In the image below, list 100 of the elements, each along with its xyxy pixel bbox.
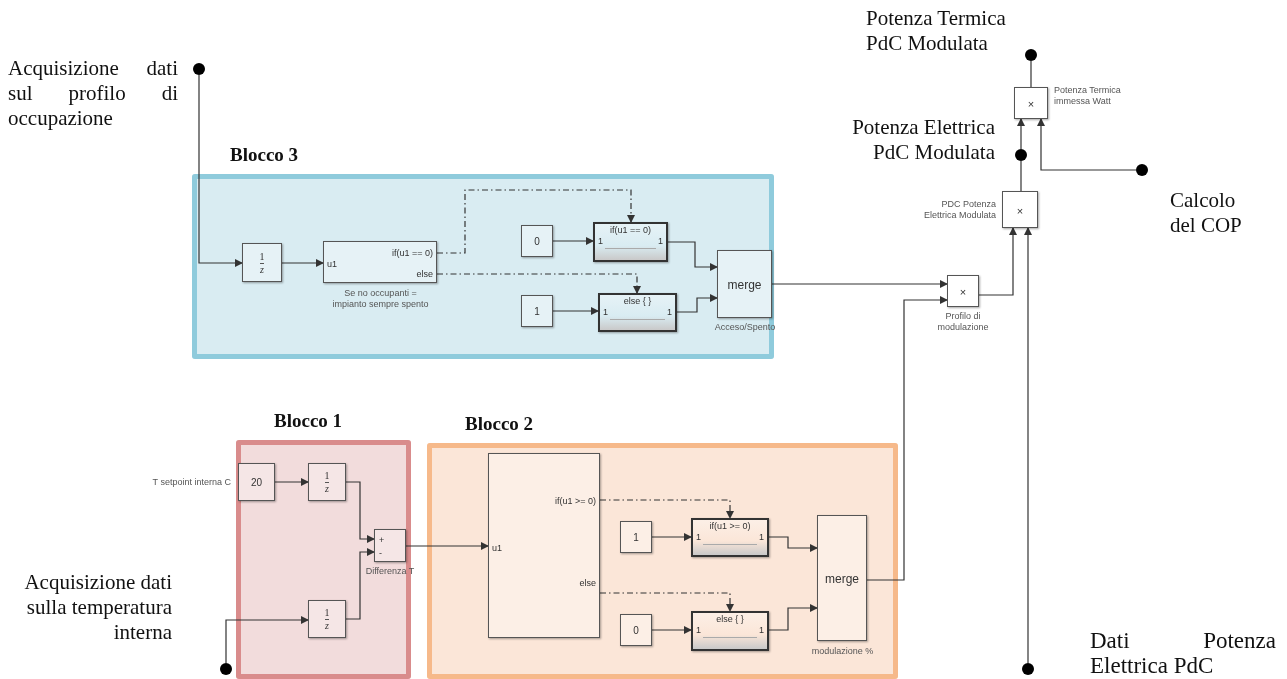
signal-arrow	[771, 280, 948, 288]
unit-delay-block	[308, 463, 346, 501]
if-action-subsystem-block	[691, 611, 769, 651]
block-caption: Potenza Termica immessa Watt	[1054, 85, 1122, 107]
if-action-subsystem-block	[598, 293, 677, 332]
block-caption: Se no occupanti = impianto sempre spento	[331, 288, 430, 310]
fraction-numerator: 1	[258, 251, 266, 262]
terminal-label: Calcolo del COP	[1170, 188, 1243, 238]
block-caption: PDC Potenza Elettrica Modulata	[922, 199, 996, 221]
terminal-dot	[220, 663, 232, 675]
merge-block	[717, 250, 772, 318]
signal-arrow	[274, 478, 309, 486]
constant-block	[521, 225, 553, 257]
control-signal-arrow	[599, 499, 734, 519]
block-caption: Profilo di modulazione	[936, 311, 990, 333]
group-heading: Blocco 2	[465, 413, 534, 435]
if-action-subsystem-block	[691, 518, 769, 557]
port-label: 1	[759, 625, 764, 635]
control-signal-arrow	[436, 273, 641, 294]
signal-arrow	[281, 259, 324, 267]
signal-arrow	[651, 626, 692, 634]
unit-delay-block	[242, 243, 282, 282]
terminal-label: Dati Potenza Elettrica PdC	[1090, 628, 1276, 678]
constant-block	[620, 521, 652, 553]
port-label: 1	[658, 236, 663, 246]
signal-line	[1020, 160, 1022, 192]
signal-arrow	[198, 74, 243, 267]
multiply-sign: ×	[958, 286, 968, 298]
block-caption: modulazione %	[810, 646, 875, 657]
unit-delay-block	[308, 600, 346, 638]
port-label: else	[416, 269, 433, 279]
constant-value: 0	[533, 237, 541, 247]
fraction-denominator: z	[259, 264, 265, 275]
block-label: merge	[824, 572, 860, 586]
fraction-denominator: z	[324, 484, 330, 494]
signal-arrow	[345, 548, 375, 620]
signal-arrow	[651, 533, 692, 541]
block-label: merge	[726, 278, 763, 292]
terminal-label: Potenza Termica PdC Modulata	[866, 6, 1007, 56]
port-label: 1	[696, 531, 701, 542]
signal-arrow	[552, 307, 599, 315]
block-caption: Differenza T	[364, 566, 416, 577]
condition-label: if(u1 == 0)	[609, 225, 652, 235]
signal-arrow	[1017, 118, 1025, 150]
signal-arrow	[676, 294, 718, 313]
constant-block	[620, 614, 652, 646]
signal-arrow	[768, 604, 818, 631]
merge-block	[817, 515, 867, 641]
constant-value: 1	[632, 533, 640, 543]
signal-arrow	[866, 296, 948, 581]
constant-value: 20	[249, 478, 264, 488]
group-heading: Blocco 3	[230, 144, 299, 166]
fraction-numerator: 1	[323, 608, 331, 618]
port-label: 1	[667, 306, 672, 317]
condition-label: else { }	[715, 614, 745, 624]
signal-arrow	[667, 241, 718, 271]
product-block	[1014, 87, 1048, 119]
if-block	[488, 453, 600, 638]
signal-arrow	[225, 616, 309, 664]
sign-label: -	[379, 548, 382, 558]
constant-value: 1	[533, 307, 541, 317]
if-action-subsystem-block	[593, 222, 668, 262]
signal-arrow	[768, 536, 818, 552]
signal-arrow	[1037, 118, 1137, 171]
terminal-dot	[1136, 164, 1148, 176]
control-signal-arrow	[436, 189, 635, 254]
fraction-denominator: z	[324, 621, 330, 631]
sum-block	[374, 529, 406, 562]
port-label: if(u1 == 0)	[391, 248, 433, 258]
terminal-label: Acquisizione dati sulla temperatura interna	[23, 570, 172, 645]
port-label: 1	[598, 236, 603, 246]
port-label: u1	[492, 542, 502, 553]
signal-arrow	[552, 237, 594, 245]
port-label: else	[579, 578, 596, 588]
block-caption: T setpoint interna C	[151, 477, 231, 488]
constant-block	[238, 463, 275, 501]
signal-arrow	[345, 481, 375, 543]
port-label: u1	[327, 259, 337, 269]
constant-value: 0	[632, 626, 640, 636]
port-label: 1	[696, 625, 701, 635]
signal-arrow	[405, 542, 489, 550]
terminal-dot	[1015, 149, 1027, 161]
multiply-sign: ×	[1015, 204, 1025, 217]
terminal-label: Acquisizione dati sul profilo di occupazione	[8, 56, 178, 131]
signal-arrow	[978, 227, 1017, 296]
product-block	[1002, 191, 1038, 228]
if-block	[323, 241, 437, 283]
port-label: 1	[759, 531, 764, 542]
port-label: 1	[603, 306, 608, 317]
constant-block	[521, 295, 553, 327]
signal-arrow	[1024, 227, 1032, 664]
fraction-numerator: 1	[323, 471, 331, 481]
signal-line	[1030, 60, 1032, 88]
terminal-dot	[1025, 49, 1037, 61]
block-caption: Acceso/Spento	[713, 322, 777, 333]
port-label: if(u1 >= 0)	[554, 496, 596, 506]
terminal-dot	[193, 63, 205, 75]
group-heading: Blocco 1	[274, 410, 343, 432]
product-block	[947, 275, 979, 307]
multiply-sign: ×	[1026, 98, 1036, 110]
